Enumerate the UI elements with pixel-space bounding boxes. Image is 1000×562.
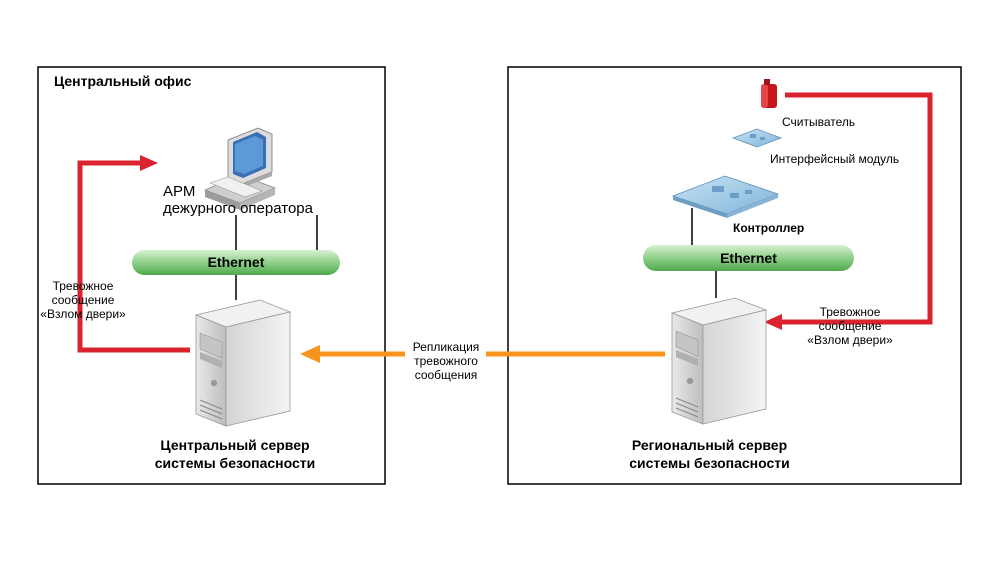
replication-label-line3: сообщения bbox=[414, 368, 478, 382]
controller-label: Контроллер bbox=[733, 221, 805, 235]
central-server-title-line1: Центральный сервер bbox=[160, 437, 310, 453]
regional-alarm-path bbox=[782, 92, 933, 325]
regional-alarm-arrowhead bbox=[764, 314, 782, 330]
central-alarm-label-line1: Тревожное bbox=[52, 279, 114, 293]
regional-ethernet-label: Ethernet bbox=[720, 250, 777, 266]
replication-arrowhead bbox=[300, 345, 320, 363]
central-alarm-label-line3: «Взлом двери» bbox=[40, 307, 126, 321]
central-server-icon bbox=[194, 299, 292, 427]
central-alarm-path bbox=[77, 160, 190, 353]
workstation-computer-icon bbox=[203, 127, 277, 210]
regional-ethernet-bus bbox=[643, 245, 854, 271]
central-alarm-arrowhead bbox=[140, 155, 158, 171]
regional-office-panel bbox=[507, 66, 962, 485]
regional-alarm-label-line2: сообщение bbox=[818, 319, 882, 333]
regional-server-title-line2: системы безопасности bbox=[629, 455, 790, 471]
regional-server-icon bbox=[670, 297, 768, 425]
central-ethernet-label: Ethernet bbox=[207, 254, 265, 270]
reader-label: Считыватель bbox=[782, 115, 856, 129]
workstation-label-line1: АРМ bbox=[163, 183, 196, 200]
replication-label-line2: тревожного bbox=[414, 354, 478, 368]
central-alarm-label-line2: сообщение bbox=[51, 293, 115, 307]
regional-alarm-label-line1: Тревожное bbox=[819, 305, 881, 319]
reader-icon bbox=[761, 79, 777, 108]
interface-module-icon bbox=[731, 128, 783, 148]
replication-label-line1: Репликация bbox=[412, 340, 480, 354]
interface-module-label: Интерфейсный модуль bbox=[770, 152, 900, 166]
central-server-title-line2: системы безопасности bbox=[154, 455, 316, 471]
workstation-label-line2: дежурного оператора bbox=[163, 200, 313, 217]
regional-alarm-label-line3: «Взлом двери» bbox=[807, 333, 893, 347]
regional-server-title-line1: Региональный сервер bbox=[631, 437, 788, 453]
central-office-title: Центральный офис bbox=[54, 73, 192, 89]
controller-icon bbox=[671, 175, 780, 218]
central-office-panel bbox=[37, 66, 386, 485]
central-ethernet-bus bbox=[132, 250, 340, 275]
